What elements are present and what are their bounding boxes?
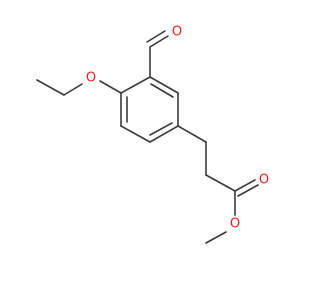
ring-bond-c4-c5 xyxy=(120,125,151,143)
ether-oxygen-label: O xyxy=(86,71,96,86)
carbonyl-oxygen-label: O xyxy=(259,173,269,188)
aldehyde-group xyxy=(146,30,169,78)
bond-carbonyl-double-2 xyxy=(237,184,259,197)
bond-cho-double-2 xyxy=(146,30,166,43)
ethoxy-group xyxy=(36,79,122,96)
bond-ring-ether-o xyxy=(99,80,122,94)
bond-ring-ch2a xyxy=(177,125,207,143)
ring-double-bond-c1-c2 xyxy=(150,83,174,98)
ester-oxygen-label: O xyxy=(230,217,240,232)
ring-double-bond-c3-c4 xyxy=(149,122,173,136)
bond-cho-double-1 xyxy=(149,35,169,48)
ring-bond-c6-c1 xyxy=(120,76,151,94)
aldehyde-oxygen-label: O xyxy=(172,25,182,40)
bond-ch2b-carbonyl-c xyxy=(205,174,236,192)
benzene-ring xyxy=(120,76,179,143)
bond-carbonyl-double-1 xyxy=(234,179,256,192)
bond-ether-o-ch2 xyxy=(63,83,83,96)
propanoate-chain xyxy=(177,125,259,244)
bond-ch2-ch3 xyxy=(36,79,65,96)
bond-ester-o-methyl xyxy=(205,231,227,244)
molecule-diagram: O O O O xyxy=(36,25,269,244)
ring-bond-c1-c2 xyxy=(149,76,179,94)
ring-bond-c3-c4 xyxy=(149,125,179,143)
structure-canvas: O O O O xyxy=(36,25,269,244)
